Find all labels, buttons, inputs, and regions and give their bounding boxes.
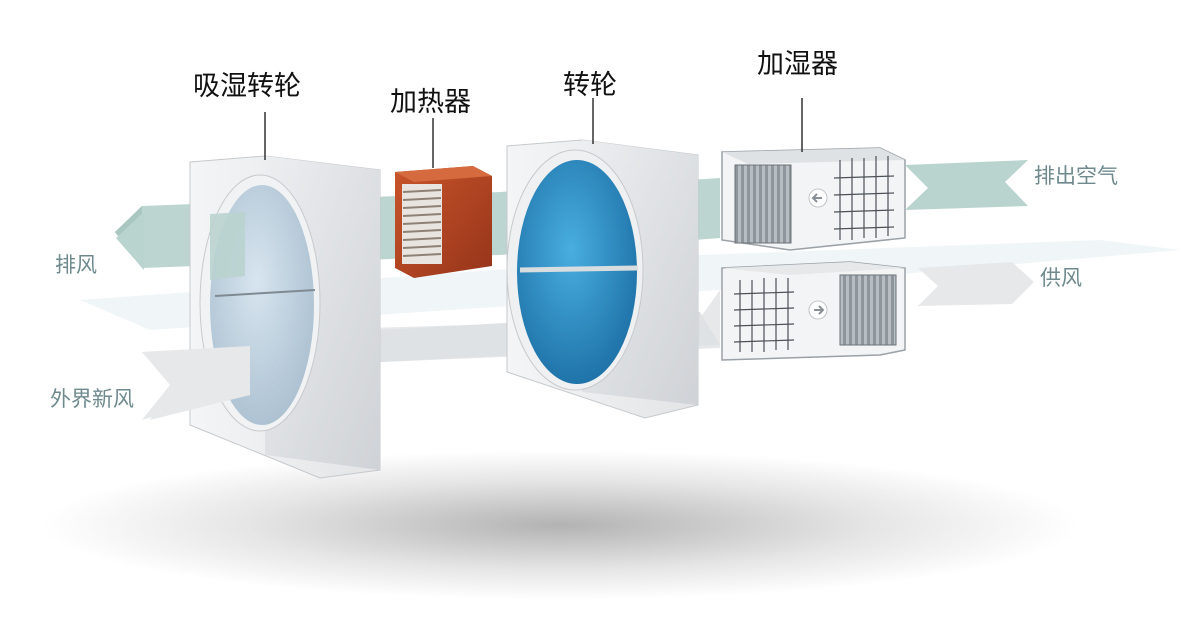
label-humidifier: 加湿器	[757, 49, 838, 80]
label-exhaust-out: 排出空气	[1034, 164, 1118, 188]
exhaust-in-arrow	[905, 160, 1028, 210]
label-outdoor-fresh-air: 外界新风	[50, 387, 134, 411]
desiccant-wheel-frame	[189, 155, 381, 479]
arrow-left-icon	[811, 193, 822, 203]
fresh-air-in-arrow	[142, 346, 250, 420]
label-wheel: 转轮	[563, 70, 617, 101]
ground-shadow	[40, 450, 1080, 600]
exhaust-out-arrow	[116, 212, 144, 270]
label-desiccant-wheel: 吸湿转轮	[193, 71, 301, 102]
label-heater: 加热器	[390, 87, 471, 118]
wheel-frame	[506, 139, 699, 419]
label-exhaust-air: 排风	[55, 253, 97, 277]
humidifier-upper	[721, 147, 906, 251]
callout-lines	[264, 98, 803, 168]
heater	[395, 166, 492, 278]
humidifier-lower	[721, 261, 906, 361]
exhaust-through-desiccant	[210, 212, 245, 280]
arrow-right-icon	[814, 305, 825, 315]
supply-out-arrow	[918, 262, 1034, 306]
label-supply-air: 供风	[1040, 266, 1082, 290]
wheel-disc	[517, 160, 637, 384]
